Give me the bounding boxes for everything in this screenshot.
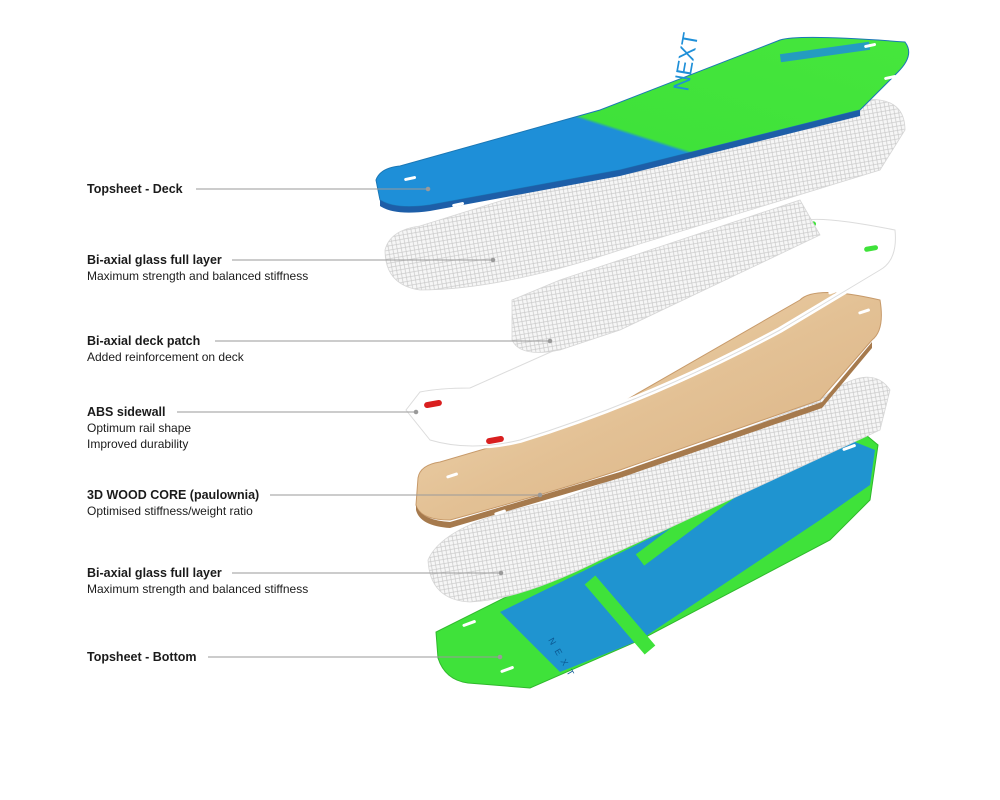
layer-topsheet-bottom: NEXT [435,429,879,689]
leader-dot-glass-lower [498,570,504,576]
leader-dot-topsheet-bottom [497,654,503,660]
layer-description: Optimum rail shape [87,421,192,435]
label-glass-lower: Bi-axial glass full layer Maximum streng… [87,565,308,597]
layer-title: 3D WOOD CORE (paulownia) [87,488,260,502]
label-wood-core: 3D WOOD CORE (paulownia) Optimised stiff… [87,487,259,519]
label-abs-sidewall: ABS sidewall Optimum rail shape Improved… [87,404,191,452]
layer-title: Bi-axial deck patch [87,334,201,348]
layer-title: Bi-axial glass full layer [87,253,222,267]
layer-title: Topsheet - Bottom [87,650,197,664]
label-topsheet-bottom: Topsheet - Bottom [87,649,196,665]
layer-title: ABS sidewall [87,405,166,419]
layer-title: Bi-axial glass full layer [87,566,222,580]
leader-dot-topsheet-deck [425,186,431,192]
layer-description: Improved durability [87,437,189,451]
layer-deck-patch [511,199,821,353]
layer-title: Topsheet - Deck [87,182,183,196]
layer-description: Optimised stiffness/weight ratio [87,504,253,518]
layer-description: Maximum strength and balanced stiffness [87,269,309,283]
leader-dot-deck-patch [547,338,553,344]
layer-description: Maximum strength and balanced stiffness [87,582,309,596]
leader-lines [177,186,553,660]
label-topsheet-deck: Topsheet - Deck [87,181,183,197]
leader-dot-wood-core [537,492,543,498]
label-deck-patch: Bi-axial deck patch Added reinforcement … [87,333,244,365]
leader-dot-abs-sidewall [413,409,419,415]
layer-glass-upper [384,98,906,291]
label-glass-upper: Bi-axial glass full layer Maximum streng… [87,252,308,284]
layer-description: Added reinforcement on deck [87,350,244,364]
leader-dot-glass-upper [490,257,496,263]
layer-glass-lower [427,376,891,603]
